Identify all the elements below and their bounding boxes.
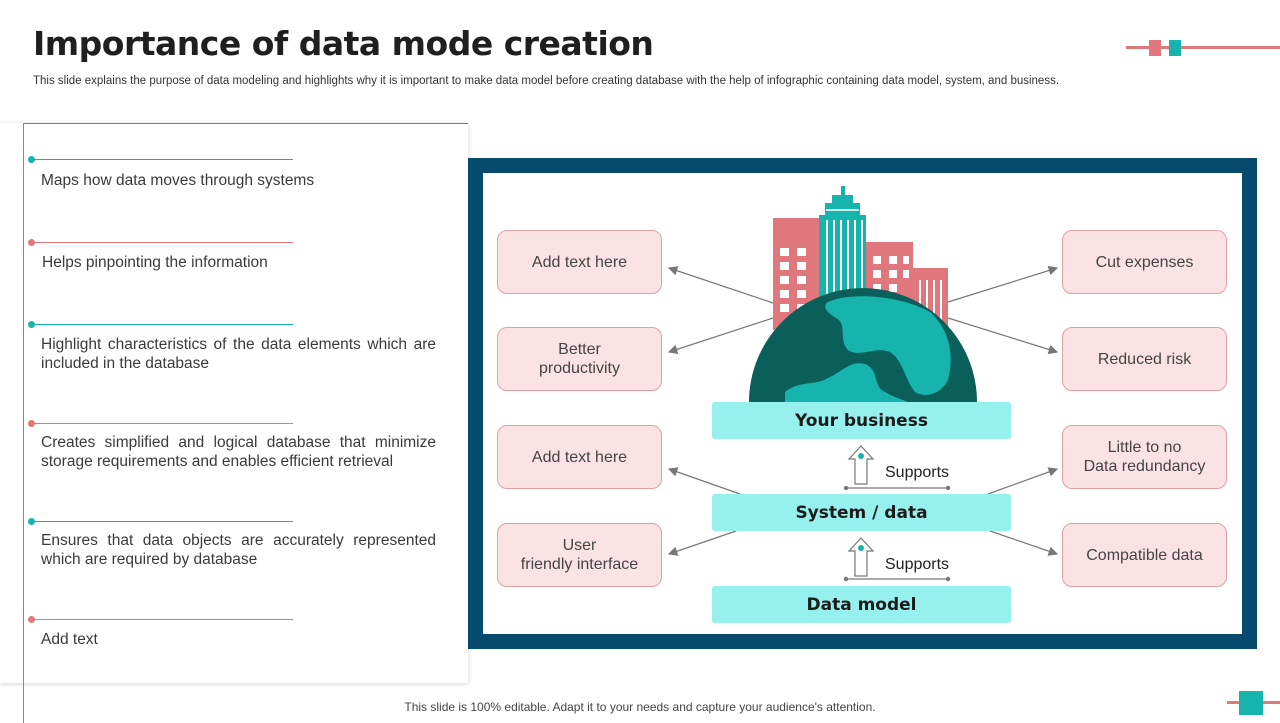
up-arrow-icon — [843, 445, 951, 491]
layer-your-business: Your business — [712, 402, 1011, 439]
teal-dot-icon — [28, 156, 35, 163]
up-arrow-icon — [843, 537, 951, 582]
benefit-box-right-2: Reduced risk — [1062, 327, 1227, 391]
footer-note: This slide is 100% editable. Adapt it to… — [404, 700, 876, 714]
point-rule — [33, 159, 293, 160]
layer-data-model: Data model — [712, 586, 1011, 623]
footer-decoration — [1227, 691, 1280, 715]
supports-label-upper: Supports — [885, 464, 950, 481]
layer-system-data: System / data — [712, 494, 1011, 531]
supports-label-lower: Supports — [885, 556, 950, 573]
teal-dot-icon — [28, 321, 35, 328]
pink-dot-icon — [28, 616, 35, 623]
benefit-box-left-3: Add text here — [497, 425, 662, 489]
timeline-line — [23, 123, 24, 723]
pink-dot-icon — [28, 420, 35, 427]
benefit-box-right-4: Compatible data — [1062, 523, 1227, 587]
key-point-text: Ensures that data objects are accurately… — [41, 532, 436, 568]
header-decoration — [1126, 40, 1280, 56]
point-rule — [33, 242, 293, 243]
point-rule — [33, 619, 293, 620]
key-point-text: Highlight characteristics of the data el… — [41, 336, 436, 372]
key-points-panel: Maps how data moves through systems Help… — [0, 123, 468, 723]
key-point-text: Maps how data moves through systems — [41, 172, 315, 189]
key-point-text: Add text — [41, 631, 98, 648]
key-point-text: Creates simplified and logical database … — [41, 434, 436, 470]
teal-dot-icon — [28, 518, 35, 525]
point-rule — [33, 423, 293, 424]
benefit-box-right-1: Cut expenses — [1062, 230, 1227, 294]
point-rule — [33, 521, 293, 522]
benefit-box-left-4: User friendly interface — [497, 523, 662, 587]
globe-icon — [749, 288, 977, 402]
benefit-box-left-2: Better productivity — [497, 327, 662, 391]
benefit-box-right-3: Little to no Data redundancy — [1062, 425, 1227, 489]
page-description: This slide explains the purpose of data … — [33, 75, 1060, 87]
panel-top-rule — [23, 123, 468, 124]
page-title: Importance of data mode creation — [33, 24, 654, 63]
pink-dot-icon — [28, 239, 35, 246]
benefit-box-left-1: Add text here — [497, 230, 662, 294]
point-rule — [33, 324, 293, 325]
key-point-text: Helps pinpointing the information — [42, 254, 268, 271]
